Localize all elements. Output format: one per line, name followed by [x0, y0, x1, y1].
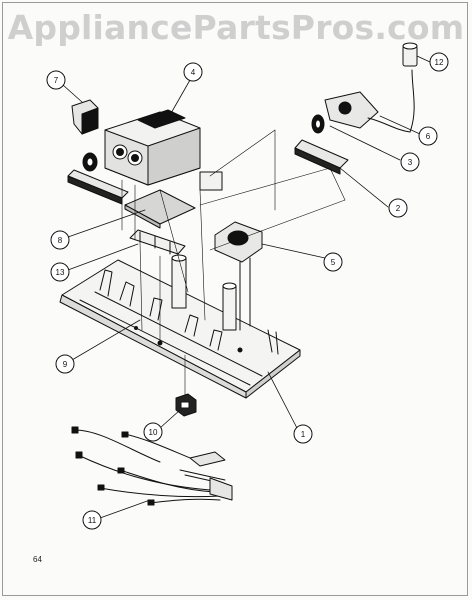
damper-control-drawing: [214, 221, 263, 331]
svg-text:4: 4: [191, 68, 196, 77]
callout-3: 3: [400, 152, 420, 172]
page-number: 64: [33, 555, 42, 564]
svg-text:1: 1: [301, 430, 306, 439]
svg-text:8: 8: [58, 236, 63, 245]
knob-left-drawing: [82, 152, 98, 172]
callout-9: 9: [55, 354, 75, 374]
control-housing-drawing: [104, 109, 223, 191]
svg-text:3: 3: [408, 158, 413, 167]
callout-1: 1: [293, 424, 313, 444]
leader-lines: [62, 55, 431, 519]
callout-12: 12: [429, 52, 449, 72]
bezel-left-drawing: [67, 169, 129, 205]
thermostat-drawing: [311, 69, 415, 134]
bezel-right-drawing: [294, 139, 349, 175]
bracket-drawing: [129, 229, 186, 255]
page-border: [2, 2, 468, 596]
callout-4: 4: [183, 62, 203, 82]
svg-text:13: 13: [56, 268, 65, 277]
svg-text:9: 9: [63, 360, 68, 369]
callout-10: 10: [143, 422, 163, 442]
svg-text:5: 5: [331, 258, 336, 267]
svg-text:6: 6: [426, 132, 431, 141]
callout-13: 13: [50, 262, 70, 282]
pad-drawing: [124, 189, 196, 229]
svg-text:11: 11: [88, 516, 97, 525]
callout-5: 5: [323, 252, 343, 272]
base-plate-drawing: [59, 254, 301, 399]
svg-text:10: 10: [149, 428, 158, 437]
wire-harness-drawing: [71, 426, 233, 506]
callout-7: 7: [46, 70, 66, 90]
callout-8: 8: [50, 230, 70, 250]
svg-text:7: 7: [54, 76, 59, 85]
assembly-lines: [121, 129, 346, 396]
capillary-bulb-drawing: [402, 42, 418, 67]
svg-text:2: 2: [396, 204, 401, 213]
switch-drawing: [175, 393, 197, 417]
clip-drawing: [71, 99, 99, 135]
watermark-logo: AppliancePartsPros.com: [7, 8, 465, 47]
svg-text:12: 12: [435, 58, 444, 67]
callout-6: 6: [418, 126, 438, 146]
callout-2: 2: [388, 198, 408, 218]
callout-11: 11: [82, 510, 102, 530]
